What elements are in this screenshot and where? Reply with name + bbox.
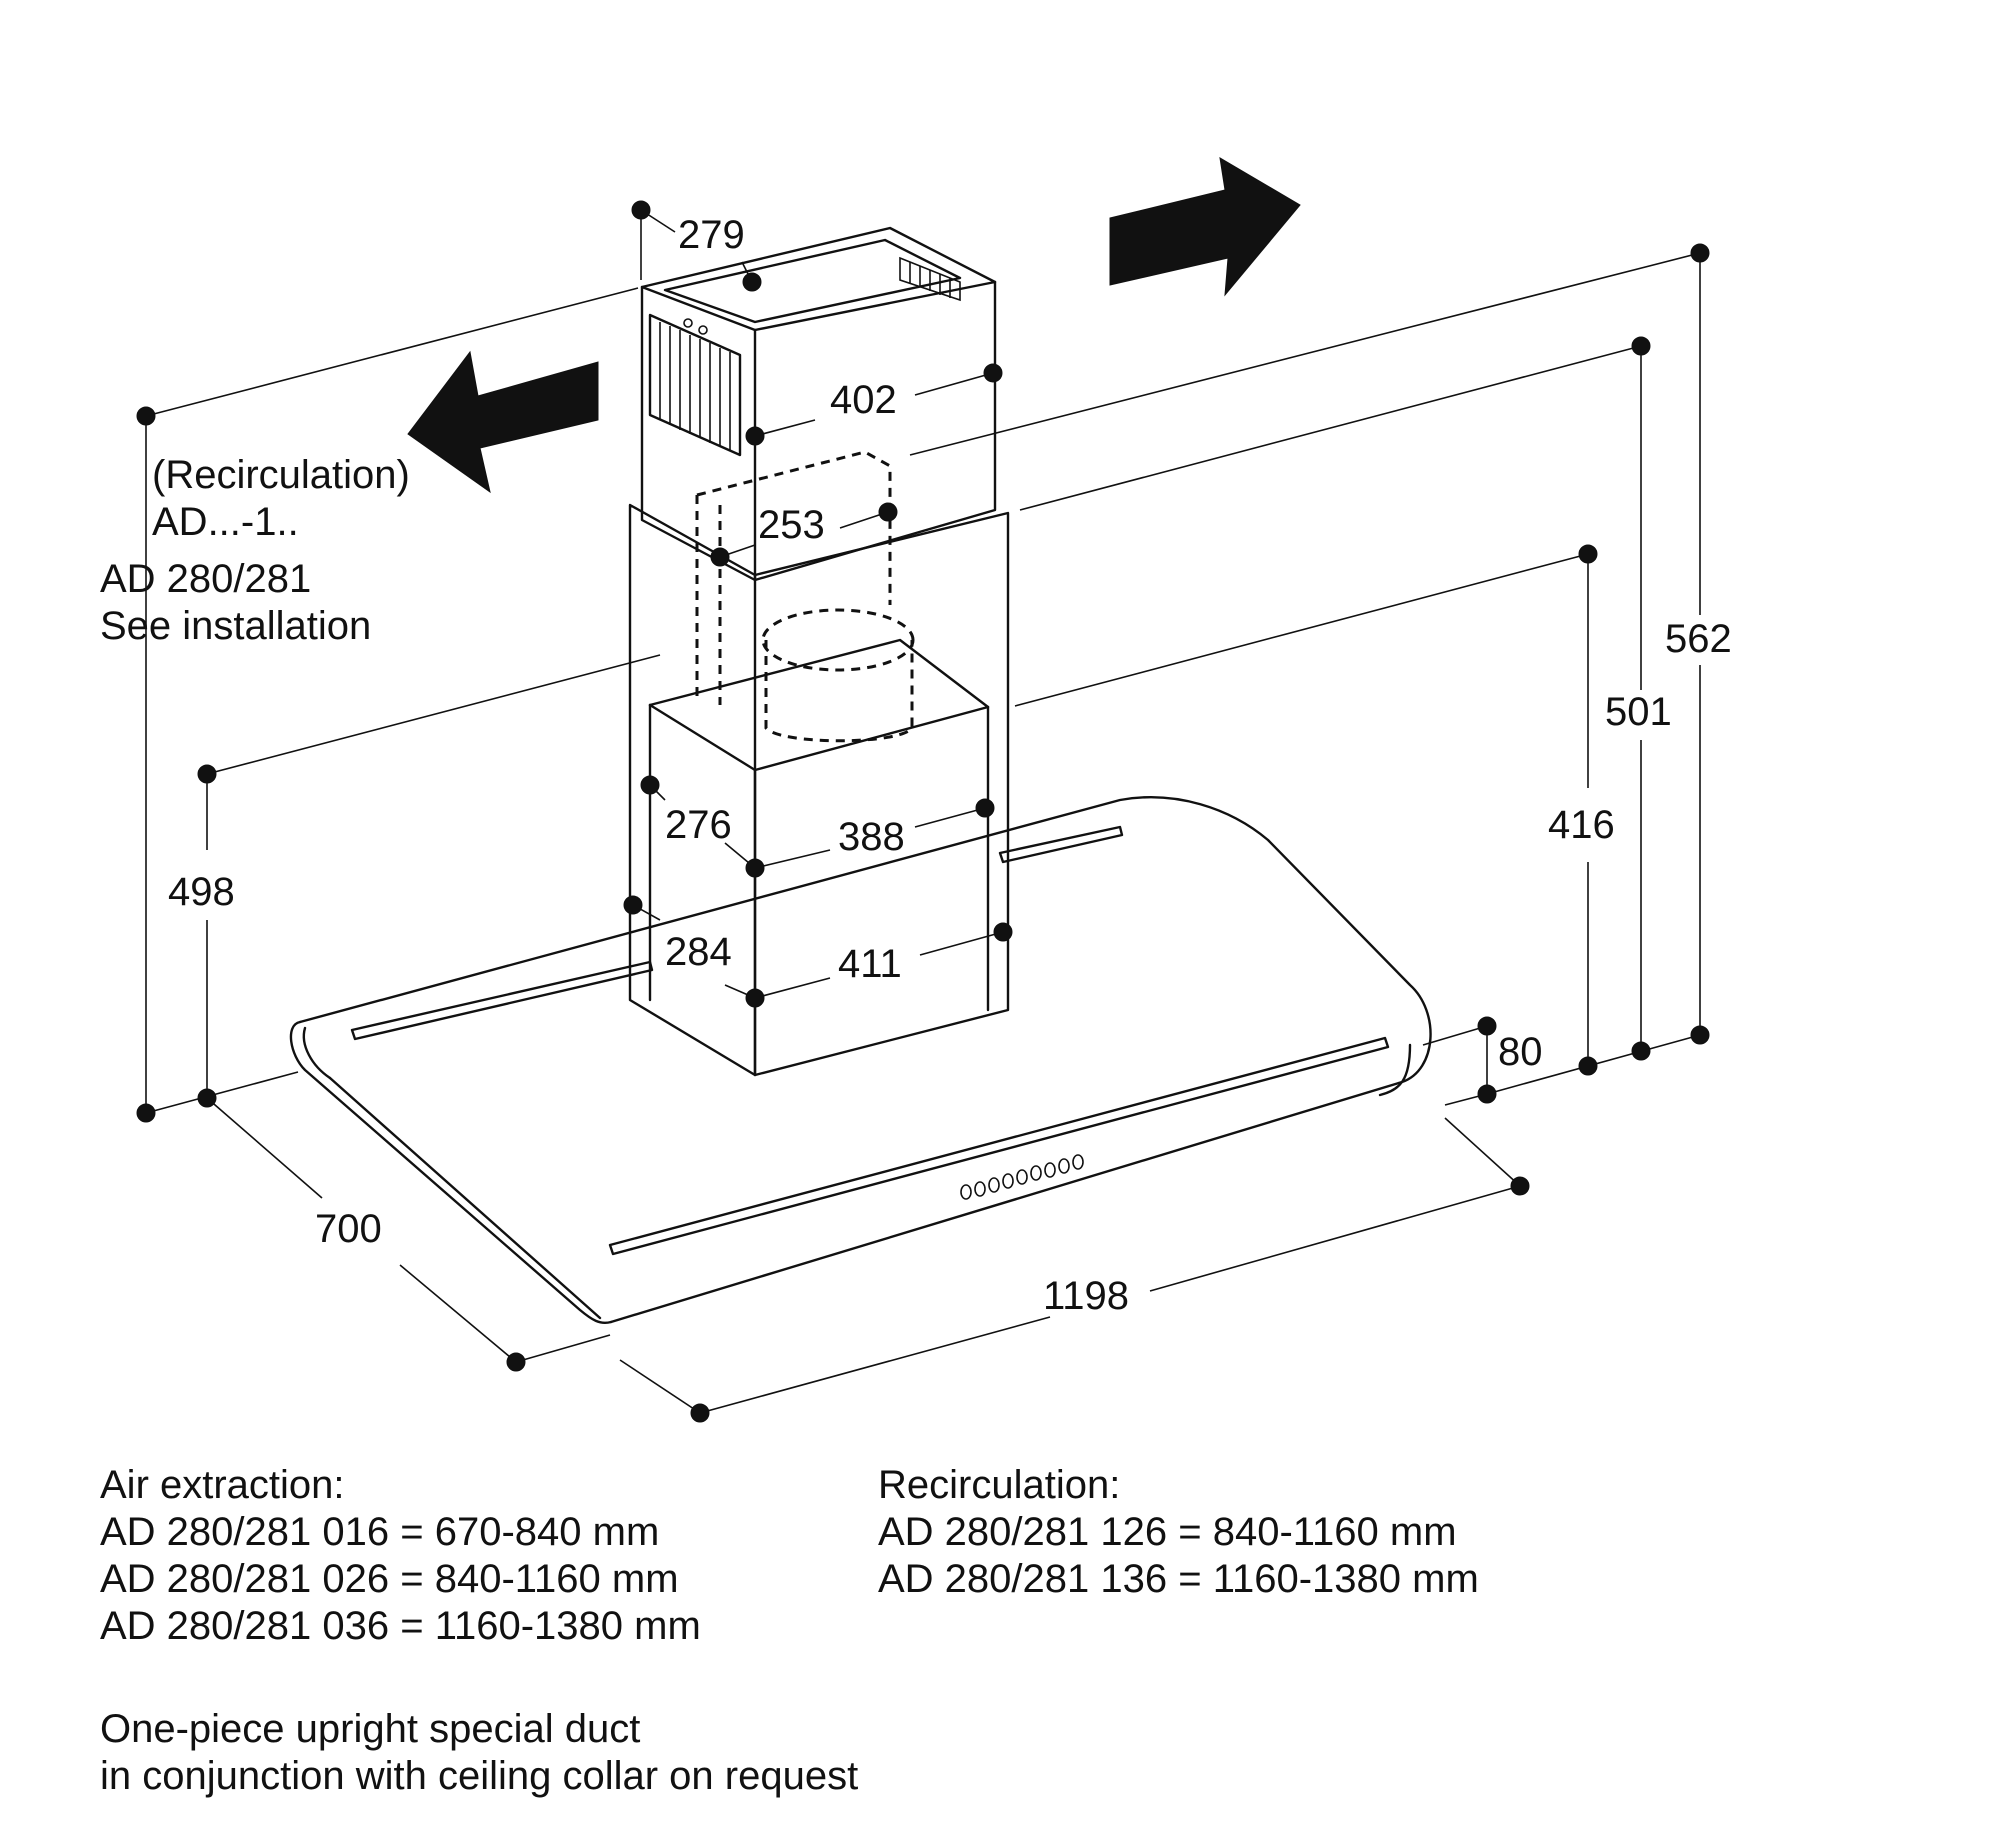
recirculation-label: (Recirculation): [152, 453, 410, 497]
dim-276: 276: [665, 803, 732, 847]
dim-498: 498: [168, 870, 235, 914]
control-buttons: [960, 1154, 1084, 1200]
chimney-upper: [640, 226, 997, 582]
recirculation-title: Recirculation:: [878, 1463, 1121, 1507]
dim-501: 501: [1605, 690, 1672, 734]
air-extraction-title: Air extraction:: [100, 1463, 345, 1507]
dim-1198: 1198: [1043, 1274, 1129, 1318]
chimney-lower: [628, 503, 1010, 1077]
dim-279: 279: [678, 213, 745, 257]
air-extraction-item: AD 280/281 026 = 840-1160 mm: [100, 1557, 679, 1601]
dim-402: 402: [830, 378, 897, 422]
model-label: AD 280/281: [100, 557, 312, 601]
dim-388: 388: [838, 815, 905, 859]
installation-note: AD 280/281 See installation: [100, 556, 371, 650]
dimension-lines: [145, 209, 1701, 1414]
see-installation-label: See installation: [100, 604, 372, 648]
footnote-block: One-piece upright special duct in conjun…: [100, 1706, 858, 1800]
airflow-arrow-left-icon: [407, 350, 599, 494]
air-extraction-block: Air extraction: AD 280/281 016 = 670-840…: [100, 1462, 701, 1650]
dimension-points: [136, 200, 1710, 1423]
dimension-labels: 279 402 253 276 388 284 411 498 700 1198…: [168, 213, 1732, 1318]
canopy: [289, 796, 1432, 1324]
dim-700: 700: [315, 1207, 382, 1251]
dim-562: 562: [1665, 617, 1732, 661]
recirculation-block: Recirculation: AD 280/281 126 = 840-1160…: [878, 1462, 1479, 1603]
ad-code-label: AD...-1..: [152, 500, 299, 544]
dim-80: 80: [1498, 1030, 1543, 1074]
vent-grille-left: [648, 313, 742, 457]
footnote-line-1: One-piece upright special duct: [100, 1707, 641, 1751]
vent-grille-right: [899, 256, 961, 302]
air-extraction-item: AD 280/281 036 = 1160-1380 mm: [100, 1604, 701, 1648]
dim-416: 416: [1548, 803, 1615, 847]
recirculation-item: AD 280/281 136 = 1160-1380 mm: [878, 1557, 1479, 1601]
airflow-arrow-right-icon: [1109, 157, 1301, 297]
recirculation-item: AD 280/281 126 = 840-1160 mm: [878, 1510, 1457, 1554]
dim-411: 411: [838, 942, 902, 986]
air-extraction-item: AD 280/281 016 = 670-840 mm: [100, 1510, 660, 1554]
recirculation-note: (Recirculation) AD...-1..: [152, 452, 410, 546]
hidden-duct: [695, 450, 915, 743]
footnote-line-2: in conjunction with ceiling collar on re…: [100, 1754, 859, 1798]
dim-284: 284: [665, 930, 732, 974]
dim-253: 253: [758, 503, 825, 547]
